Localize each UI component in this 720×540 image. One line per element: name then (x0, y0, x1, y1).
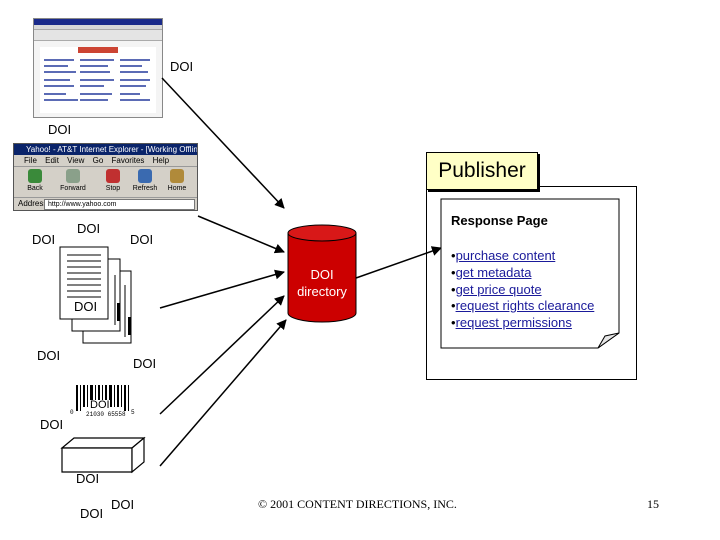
svg-text:21030 65558: 21030 65558 (86, 411, 126, 418)
address-bar: Address http://www.yahoo.com (14, 198, 197, 210)
doi-label-barcode-top: DOI (90, 399, 110, 411)
svg-text:5: 5 (131, 409, 135, 416)
doi-directory-database-icon (287, 224, 357, 323)
stop-button[interactable]: Stop (100, 169, 126, 192)
browser-page-thumbnail (33, 18, 163, 118)
doi-label-thumbnail: DOI (170, 59, 194, 74)
page-number: 15 (647, 497, 659, 511)
option-get-metadata[interactable]: •get metadata (451, 264, 532, 280)
browser-title: Yahoo! - AT&T Internet Explorer - [Worki… (14, 144, 197, 155)
home-icon (170, 169, 184, 183)
option-get-price-quote[interactable]: •get price quote (451, 281, 542, 297)
browser-window: Yahoo! - AT&T Internet Explorer - [Worki… (13, 143, 198, 211)
forward-arrow-icon (66, 169, 80, 183)
doi-label-above-browser: DOI (48, 122, 72, 137)
stop-icon (106, 169, 120, 183)
menu-view[interactable]: View (67, 156, 85, 165)
response-page (440, 198, 620, 349)
menu-file[interactable]: File (24, 156, 37, 165)
doi-label-box-bottom-left: DOI (80, 506, 104, 521)
arrow-box-to-directory (159, 319, 287, 467)
publisher-title: Publisher (426, 152, 538, 190)
response-options-list: •purchase content •get metadata •get pri… (451, 248, 594, 332)
doi-label-barcode-left: DOI (40, 417, 64, 432)
menu-help[interactable]: Help (152, 156, 170, 165)
menu-favorites[interactable]: Favorites (111, 156, 145, 165)
doi-label-docs-mid: DOI (74, 299, 98, 314)
doi-label-box-bottom-right: DOI (111, 497, 135, 512)
arrow-docs-to-directory (159, 269, 285, 309)
doi-label-box-top: DOI (76, 471, 100, 486)
menu-go[interactable]: Go (92, 156, 104, 165)
arrow-barcode-to-directory (159, 295, 285, 415)
doi-directory-label: DOI directory (297, 267, 347, 299)
address-input[interactable]: http://www.yahoo.com (44, 199, 195, 210)
menu-edit[interactable]: Edit (45, 156, 59, 165)
package-box-icon (60, 436, 146, 474)
arrow-browser-to-directory (197, 215, 285, 254)
barcode-icon: 0 21030 65558 5 (70, 385, 135, 418)
option-request-rights-clearance[interactable]: •request rights clearance (451, 298, 595, 314)
copyright-footer: © 2001 CONTENT DIRECTIONS, INC. (258, 497, 457, 511)
doi-label-docs-right: DOI (130, 232, 154, 247)
doi-label-docs-bottom-left: DOI (37, 348, 61, 363)
option-request-permissions[interactable]: •request permissions (451, 315, 572, 331)
arrow-thumbnail-to-publisher (161, 77, 285, 209)
home-button[interactable]: Home (164, 169, 190, 192)
doi-label-left: DOI (32, 232, 56, 247)
back-button[interactable]: Back (22, 169, 48, 192)
doi-label-docs-top: DOI (77, 221, 101, 236)
option-purchase-content[interactable]: •purchase content (451, 248, 556, 263)
doi-label-docs-bottom-right: DOI (133, 356, 157, 371)
refresh-button[interactable]: Refresh (132, 169, 158, 192)
svg-text:0: 0 (70, 409, 74, 416)
browser-menu-bar: File Edit View Go Favorites Help (14, 155, 197, 167)
browser-toolbar: Back Forward Stop Refresh Home (14, 167, 197, 198)
forward-button[interactable]: Forward (60, 169, 86, 192)
response-page-title: Response Page (451, 213, 548, 228)
back-arrow-icon (28, 169, 42, 183)
refresh-icon (138, 169, 152, 183)
